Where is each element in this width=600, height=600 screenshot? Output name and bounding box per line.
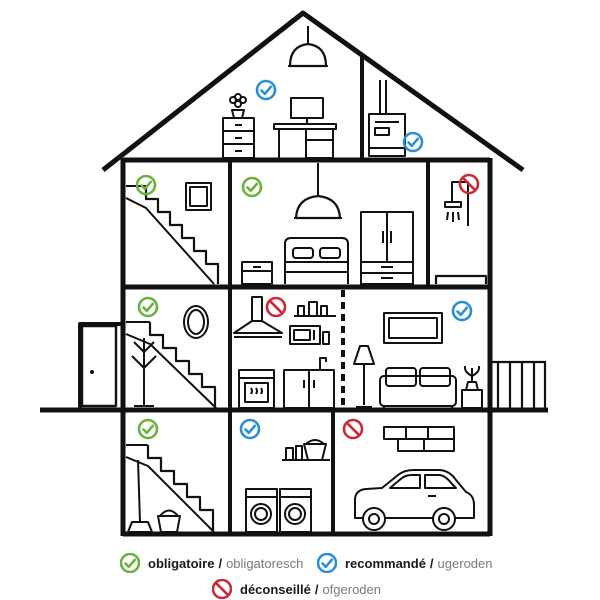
house-structure [40, 10, 548, 537]
wardrobe [360, 211, 414, 285]
upper-floor-furniture [125, 163, 488, 285]
legend-recommended: recommandé / ugeroden [317, 553, 493, 573]
ground-stairs-mandatory-icon [137, 296, 159, 318]
legend-discouraged-lb: ofgeroden [322, 581, 381, 597]
annex [78, 322, 123, 410]
legend-discouraged: déconseillé / ofgeroden [212, 579, 381, 599]
oval-mirror [183, 305, 209, 339]
red-prohibited-icon [212, 579, 232, 599]
drawer-chest [222, 117, 255, 159]
broom [127, 459, 153, 533]
bath-tub [434, 274, 488, 284]
legend-recommended-separator: / [429, 555, 434, 571]
desk-with-monitor [273, 97, 337, 159]
storage-boxes [383, 426, 455, 452]
ceiling-lamp [288, 42, 328, 68]
attic-left-recommended-icon [255, 79, 277, 101]
basement-stairs-mandatory-icon [137, 418, 159, 440]
dryer [279, 488, 312, 533]
legend-recommended-lb: ugeroden [437, 555, 493, 571]
bed [284, 237, 349, 284]
coat-stand [131, 338, 157, 407]
staircase-upper [144, 186, 220, 284]
legend-mandatory-lb: obligatoresch [226, 555, 304, 571]
laundry-shelf [282, 439, 330, 461]
bedroom-lamp [294, 194, 342, 220]
legend-recommended-fr: recommandé [345, 555, 426, 571]
laundry-recommended-icon [239, 418, 261, 440]
oven [238, 369, 275, 409]
blue-check-circle-icon [317, 553, 337, 573]
door-knob [90, 370, 94, 374]
kitchen-shelf [294, 301, 336, 317]
picture-frame [185, 182, 212, 211]
sofa [379, 367, 457, 409]
living-room-recommended-icon [451, 300, 473, 322]
attic-right-recommended-icon [402, 131, 424, 153]
legend-discouraged-separator: / [314, 581, 319, 597]
garage-discouraged-icon [342, 418, 364, 440]
railing [492, 360, 547, 408]
floor-lamp [353, 345, 375, 408]
side-table-plant [461, 365, 483, 409]
sink-cabinet [283, 357, 335, 409]
shower-head [444, 181, 469, 226]
microwave [289, 325, 330, 345]
bucket [157, 515, 181, 533]
legend-discouraged-fr: déconseillé [240, 581, 311, 597]
basement-furniture [125, 426, 475, 533]
range-hood [233, 296, 283, 338]
kitchen-discouraged-icon [265, 296, 287, 318]
wall-picture [383, 312, 443, 344]
car [354, 469, 475, 531]
staircase-basement [146, 445, 215, 532]
nightstand [241, 261, 273, 285]
green-check-circle-icon [120, 553, 140, 573]
ground-floor-furniture [125, 296, 483, 409]
roof [101, 10, 525, 173]
boiler [368, 80, 406, 157]
staircase-ground [148, 322, 217, 408]
legend-mandatory-fr: obligatoire [148, 555, 215, 571]
washing-machine [245, 488, 278, 533]
potted-plant [229, 93, 247, 119]
legend-mandatory-separator: / [218, 555, 223, 571]
door [80, 324, 118, 408]
legend-mandatory: obligatoire / obligatoresch [120, 553, 303, 573]
bedroom-mandatory-icon [241, 176, 263, 198]
attic-furniture [222, 26, 406, 159]
